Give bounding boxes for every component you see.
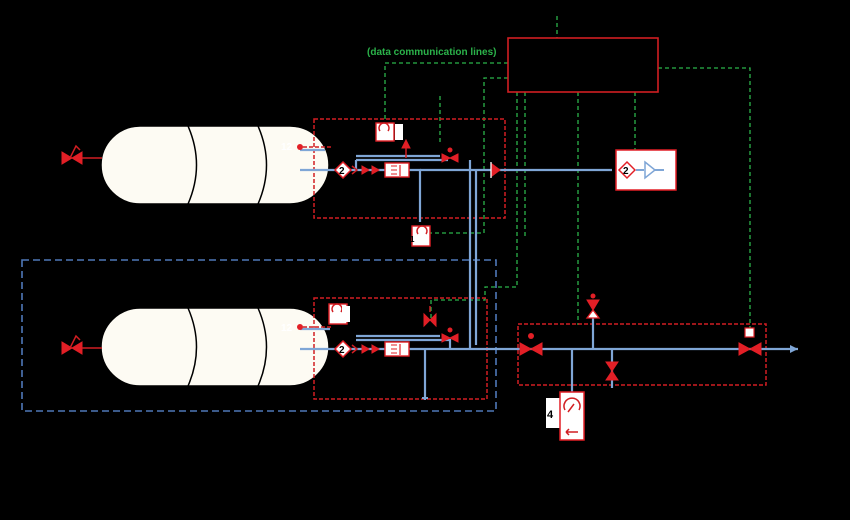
regulator-lower xyxy=(333,339,359,359)
controller-box xyxy=(507,37,659,93)
sensor-upper-top xyxy=(375,122,411,158)
regulator-right-number: 2 xyxy=(623,166,629,177)
regulator-upper xyxy=(333,160,359,180)
tank-upper xyxy=(100,125,330,205)
tank-lower-number: 12 xyxy=(281,323,293,334)
regulator-right-block xyxy=(615,149,677,191)
relief-valve-upper xyxy=(61,144,102,165)
lower-pipes xyxy=(300,318,798,400)
upper-module-box xyxy=(313,118,506,219)
sensor-dot-lower xyxy=(297,324,303,330)
component-4 xyxy=(546,391,585,441)
component-1-number: 1 xyxy=(410,235,415,244)
component-4-number: 4 xyxy=(547,409,554,421)
valves-upper xyxy=(361,147,501,178)
data-communication-label: (data communication lines) xyxy=(367,47,496,58)
upper-pipes xyxy=(300,148,612,350)
sensor-dot-upper xyxy=(297,144,303,150)
regulator-lower-number: 2 xyxy=(339,345,345,356)
regulator-upper-number: 2 xyxy=(339,166,345,177)
outlet-arrow-icon xyxy=(790,345,798,353)
valves-lower xyxy=(328,303,459,399)
tank-enclosure-box xyxy=(21,259,497,412)
relief-valve-lower xyxy=(61,334,102,355)
valves-outlet xyxy=(519,293,762,381)
data-communication-lines xyxy=(384,16,751,328)
outlet-module-box xyxy=(517,323,767,386)
component-1 xyxy=(411,225,431,247)
tank-lower xyxy=(100,307,330,387)
tank-upper-number: 12 xyxy=(281,142,293,153)
